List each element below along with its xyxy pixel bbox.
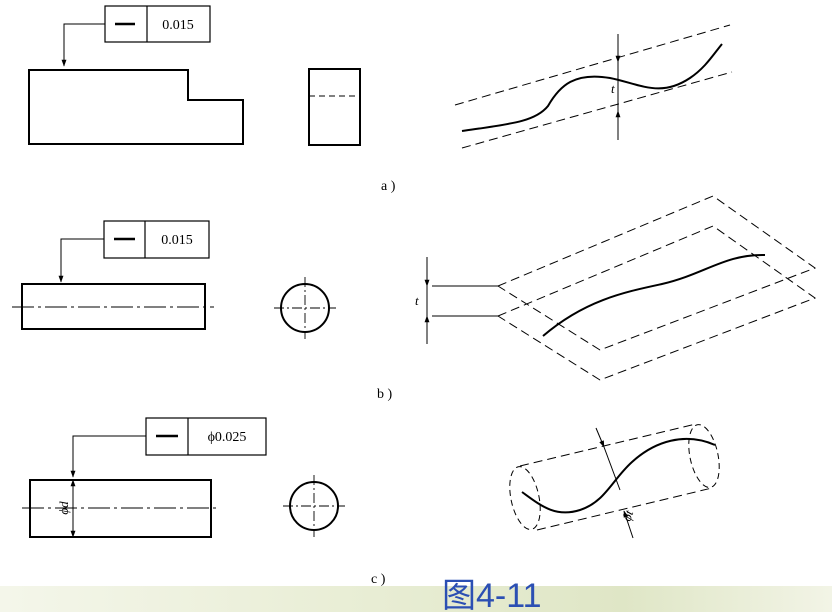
actual-line-a [461, 43, 723, 132]
tolerance-frame-c: ϕ0.025 [145, 417, 267, 456]
shaft-front-view-b [12, 283, 214, 330]
panel-a: 0.015 t a ) [28, 5, 733, 194]
tolerance-value-c: ϕ0.025 [208, 430, 247, 445]
part-side-view-a [308, 68, 361, 146]
bottom-decor-band [0, 586, 832, 612]
zone-symbol-a: t [611, 81, 615, 96]
figure-caption: 图4-11 [442, 577, 542, 612]
tolerance-value-b: 0.015 [161, 233, 193, 248]
panel-c: ϕ0.025 ϕd ϕt c ) [22, 417, 720, 587]
tolerance-frame-b: 0.015 [103, 220, 210, 259]
shaft-front-view-c: ϕd [22, 479, 220, 538]
panel-b: 0.015 t b ) [12, 195, 817, 402]
zone-symbol-c: ϕt [619, 508, 637, 523]
tolerance-zone-c: ϕt [509, 423, 720, 539]
shaft-end-view-c [283, 475, 345, 537]
tolerance-zone-b: t [415, 195, 817, 381]
shaft-end-view-b [274, 277, 336, 339]
tolerance-value-a: 0.015 [162, 18, 194, 33]
diameter-label-c: ϕd [56, 501, 71, 515]
panel-label-a: a ) [381, 179, 396, 194]
tolerance-zone-a: t [454, 24, 733, 149]
tolerance-frame-a: 0.015 [104, 5, 211, 43]
zone-symbol-b: t [415, 293, 419, 308]
actual-axis-c [521, 437, 716, 514]
panel-label-c: c ) [371, 572, 386, 587]
leader-arrow-c [70, 435, 146, 478]
part-front-view-a [28, 69, 244, 145]
panel-label-b: b ) [377, 387, 393, 402]
leader-arrow-a [61, 23, 105, 67]
actual-line-b [542, 253, 766, 337]
leader-arrow-b [58, 238, 104, 283]
